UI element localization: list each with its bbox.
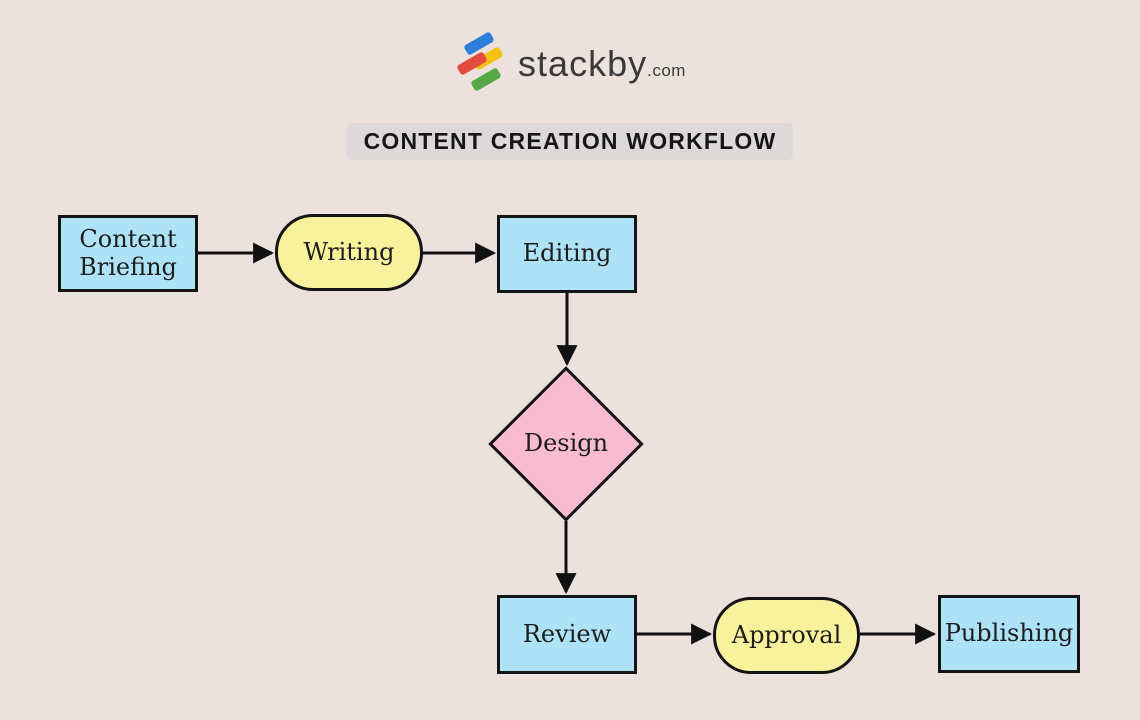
node-label-approval: Approval bbox=[731, 620, 842, 649]
page-title: CONTENT CREATION WORKFLOW bbox=[346, 123, 794, 160]
flow-node-editing: Editing bbox=[497, 215, 637, 293]
flow-node-content-briefing: Content Briefing bbox=[58, 215, 198, 292]
logo-tld-text: .com bbox=[647, 61, 686, 80]
flow-node-publishing: Publishing bbox=[938, 595, 1080, 673]
node-label-content-briefing: Content Briefing bbox=[79, 224, 177, 281]
node-label-writing: Writing bbox=[303, 237, 395, 266]
node-label-editing: Editing bbox=[522, 239, 612, 268]
flow-node-writing: Writing bbox=[275, 214, 423, 291]
logo: stackby .com bbox=[0, 31, 1140, 92]
title-row: CONTENT CREATION WORKFLOW bbox=[0, 123, 1140, 160]
logo-brand-text: stackby bbox=[518, 43, 648, 84]
stack-bar-green-icon bbox=[470, 67, 502, 92]
stackby-stack-icon bbox=[454, 31, 508, 92]
flow-node-review: Review bbox=[497, 595, 637, 674]
node-label-publishing: Publishing bbox=[944, 619, 1074, 648]
node-label-design: Design bbox=[523, 429, 609, 457]
logo-wordmark: stackby .com bbox=[518, 43, 686, 85]
node-label-review: Review bbox=[522, 619, 612, 648]
flow-node-approval: Approval bbox=[713, 597, 860, 674]
